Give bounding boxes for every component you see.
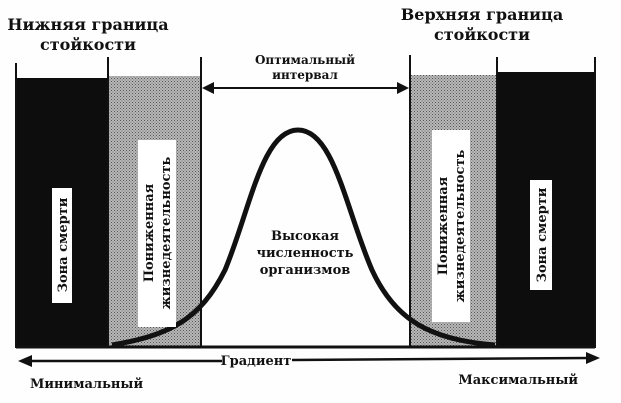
population-curve	[111, 127, 496, 348]
reduced-right-label-1: Пониженная	[436, 176, 451, 275]
lower-limit-label-1: Нижняя граница	[7, 15, 168, 34]
label-box-death-right	[530, 180, 552, 290]
gradient-arrow	[18, 352, 600, 367]
optimal-label-1: Оптимальный	[255, 53, 355, 67]
lower-limit-label-2: стойкости	[40, 35, 136, 54]
high-pop-label-3: организмов	[260, 263, 351, 278]
high-pop-label-2: численность	[256, 246, 353, 261]
upper-limit-label-1: Верхняя граница	[401, 5, 563, 24]
death-zone-left-label: Зона смерти	[56, 197, 71, 292]
optimal-label-2: интервал	[272, 68, 338, 82]
maximal-label: Максимальный	[458, 373, 578, 388]
label-box-reduced-left	[138, 140, 176, 327]
gradient-label: Градиент	[221, 354, 292, 369]
reduced-left-label-1: Пониженная	[142, 183, 157, 282]
high-pop-label-1: Высокая	[271, 229, 339, 244]
reduced-right-label-2: жизнедеятельность	[453, 149, 468, 302]
boundary-lines	[15, 55, 596, 348]
reduced-left-label-2: жизнедеятельность	[159, 156, 174, 309]
minimal-label: Минимальный	[30, 377, 143, 392]
label-box-death-left	[52, 188, 72, 303]
optimal-arrow	[202, 82, 409, 94]
upper-limit-label-2: стойкости	[434, 25, 530, 44]
death-zone-right-label: Зона смерти	[535, 187, 550, 282]
label-box-reduced-right	[432, 130, 470, 322]
